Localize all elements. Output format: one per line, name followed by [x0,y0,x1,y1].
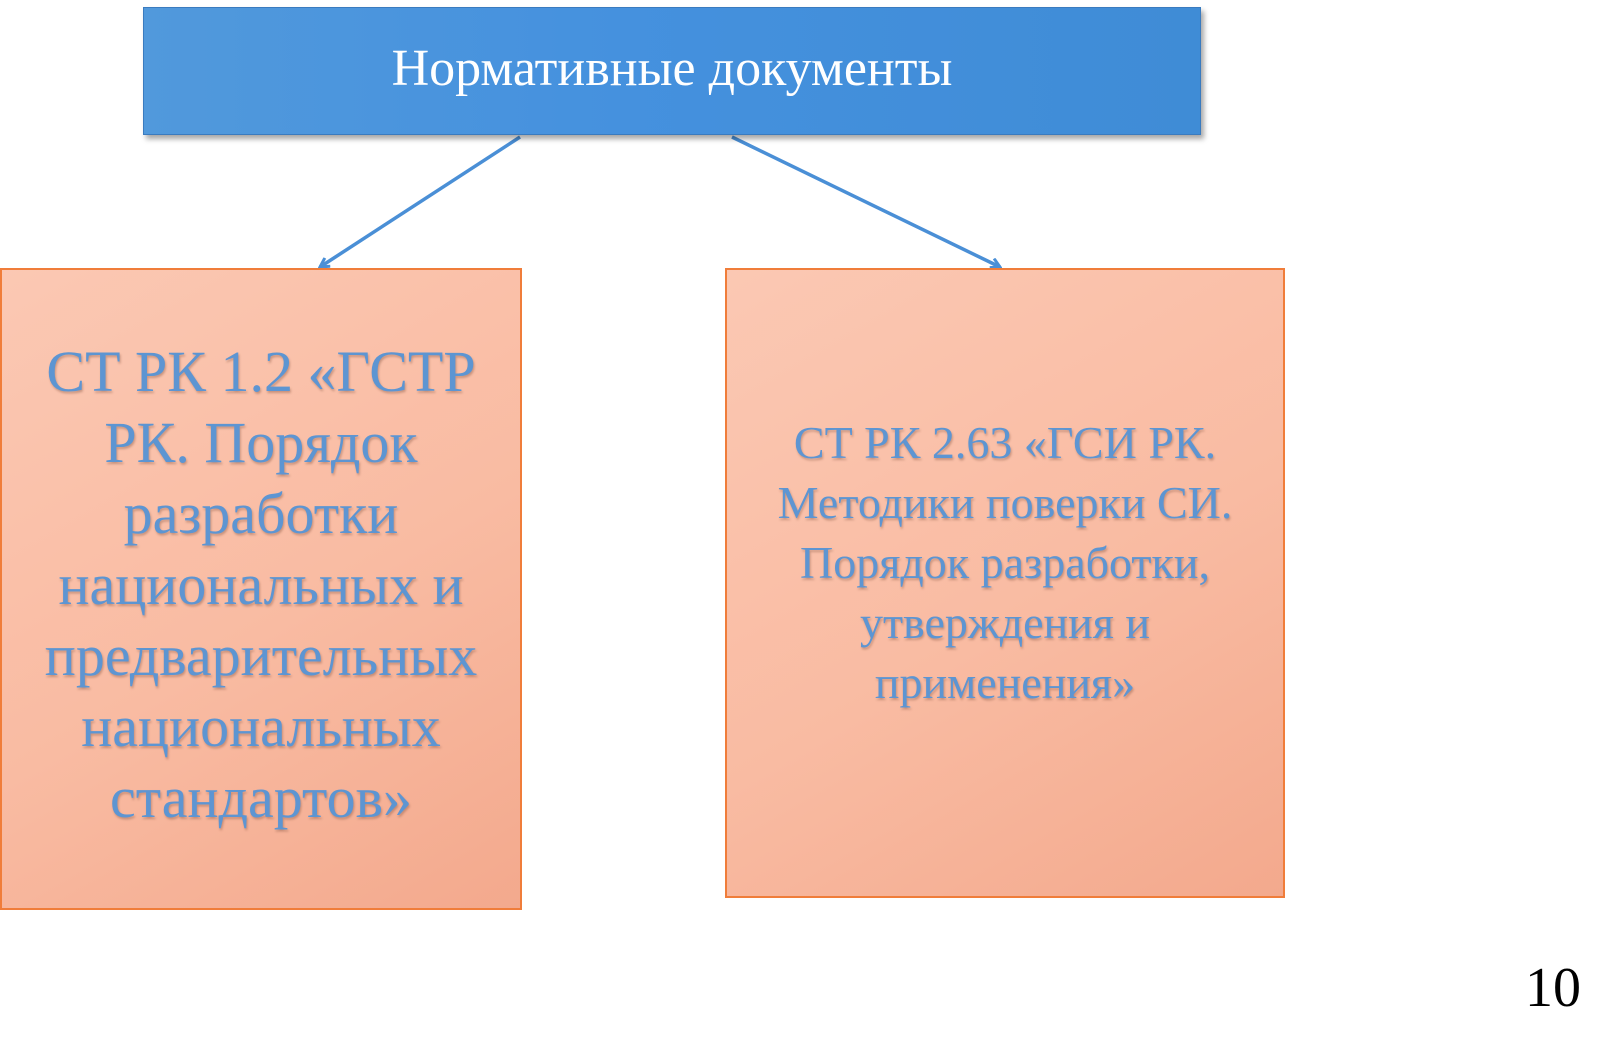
slide-page-number: 10 [1525,957,1581,1019]
child-node-right: СТ РК 2.63 «ГСИ РК. Методики поверки СИ.… [725,268,1285,898]
root-node-label: Нормативные документы [391,40,953,97]
connector-arrow-left [320,135,521,267]
root-node: Нормативные документы [143,7,1201,135]
connector-arrow-right [731,135,1000,267]
child-node-left-label: СТ РК 1.2 «ГСТР РК. Порядок разработки н… [44,338,478,830]
child-node-left: СТ РК 1.2 «ГСТР РК. Порядок разработки н… [0,268,522,910]
child-node-right-label: СТ РК 2.63 «ГСИ РК. Методики поверки СИ.… [777,417,1233,708]
